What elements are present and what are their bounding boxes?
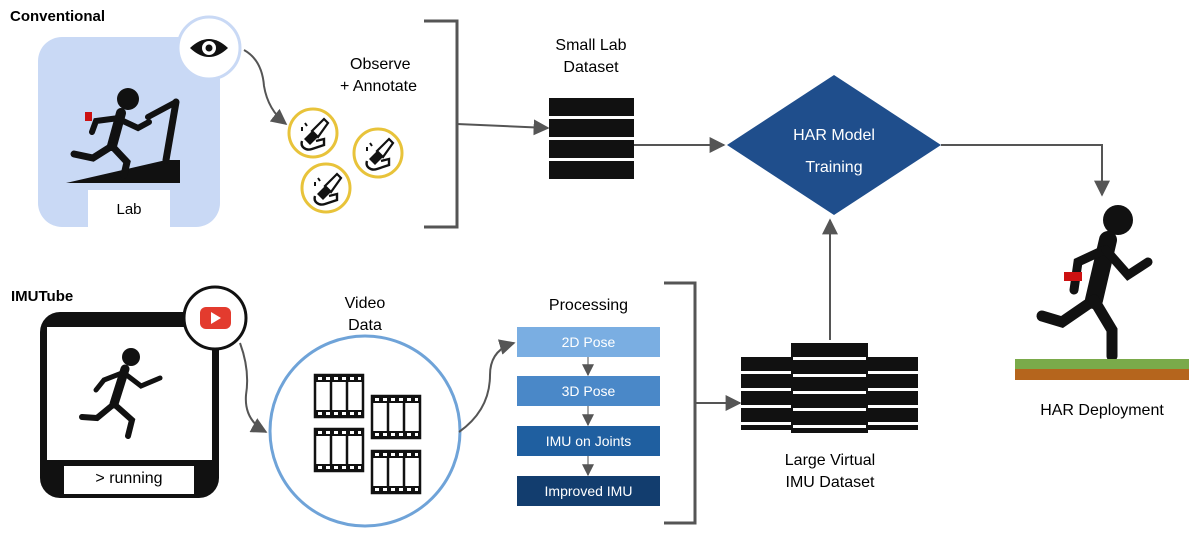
step-2d-pose: 2D Pose — [561, 334, 616, 350]
data-label: Data — [348, 317, 382, 334]
arrow-to-deployment — [941, 144, 1110, 197]
deployed-runner-icon — [1036, 205, 1153, 362]
runner-icon — [79, 348, 163, 439]
runner-on-treadmill-icon — [66, 88, 180, 183]
step-box-improved-imu — [517, 476, 660, 506]
annotation-hand-icon — [352, 127, 404, 179]
step-imu-on-joints: IMU on Joints — [545, 433, 632, 449]
arrow-to-small-dataset — [456, 119, 550, 136]
conventional-heading: Conventional — [10, 8, 106, 25]
database-icon — [549, 98, 634, 179]
bracket-annotate — [424, 19, 459, 229]
step-box-3d-pose — [517, 376, 660, 406]
arrow-video-to-processing — [458, 339, 516, 433]
caption-box — [64, 466, 194, 494]
imu-dataset-label: IMU Dataset — [785, 474, 875, 491]
step-box-2d-pose — [517, 327, 660, 357]
eye-icon — [190, 39, 228, 57]
database-icon — [741, 343, 918, 433]
arrow-youtube-to-video — [239, 342, 268, 433]
film-strip-icon — [313, 373, 365, 419]
observe-label: Observe — [350, 56, 411, 73]
film-strip-icon — [370, 394, 422, 440]
running-caption: > running — [95, 470, 163, 487]
play-button-icon — [200, 307, 231, 329]
har-model-label: HAR Model — [793, 127, 875, 144]
small-lab-dataset-label: Dataset — [563, 59, 619, 76]
bracket-processing — [664, 281, 697, 525]
imutube-heading: IMUTube — [11, 288, 74, 305]
training-label: Training — [805, 159, 863, 176]
processing-title: Processing — [548, 297, 629, 314]
step-box-imu-joints — [517, 426, 660, 456]
annotation-hand-icon — [287, 107, 339, 159]
video-label: Video — [344, 295, 386, 312]
large-virtual-label: Large Virtual — [784, 452, 876, 469]
lab-label: Lab — [116, 201, 142, 218]
har-model-training-diamond — [727, 75, 941, 215]
video-screen — [47, 327, 212, 460]
film-strip-icon — [370, 449, 422, 495]
small-lab-label: Small Lab — [555, 37, 627, 54]
lab-label-box — [88, 190, 170, 227]
film-strip-icon — [313, 427, 365, 473]
step-3d-pose: 3D Pose — [561, 383, 616, 399]
ground-soil — [1015, 369, 1189, 380]
video-data-circle — [268, 334, 462, 528]
har-deployment-label: HAR Deployment — [1040, 402, 1164, 419]
step-improved-imu: Improved IMU — [544, 483, 633, 499]
annotation-hand-icon — [300, 162, 352, 214]
annotate-label: + Annotate — [340, 78, 417, 95]
arrow-eye-to-annotate — [243, 49, 288, 125]
ground-grass — [1015, 359, 1189, 369]
